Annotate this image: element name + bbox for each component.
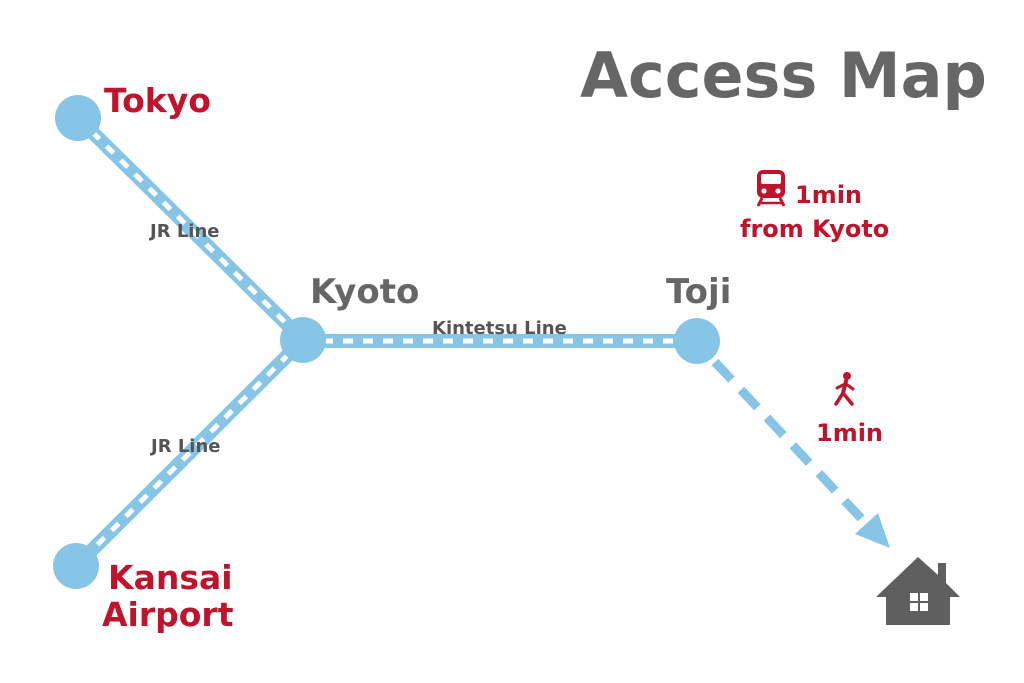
station-node-kansai-airport <box>53 543 99 589</box>
walking-route-arrow <box>711 358 890 548</box>
station-label-kansai: Kansai <box>108 558 233 597</box>
station-label-tokyo: Tokyo <box>104 81 211 120</box>
walking-person-icon <box>834 372 855 406</box>
line-label-kintetsu: Kintetsu Line <box>432 318 567 339</box>
train-from-kyoto: from Kyoto <box>740 215 889 243</box>
map-title: Access Map <box>580 39 987 112</box>
house-icon <box>876 557 960 625</box>
station-node-toji <box>674 318 720 364</box>
station-node-tokyo <box>55 95 101 141</box>
line-label-jr-lower: JR Line <box>149 436 221 457</box>
line-label-jr-upper: JR Line <box>148 221 220 242</box>
station-label-kyoto: Kyoto <box>310 272 419 312</box>
train-time: 1min <box>795 181 862 209</box>
station-label-airport: Airport <box>102 595 234 634</box>
train-icon <box>756 170 786 207</box>
rail-lines <box>71 113 697 571</box>
jr-line-kyoto-kansai <box>71 335 308 571</box>
jr-line-tokyo-kyoto <box>73 113 308 345</box>
walk-time: 1min <box>816 419 883 447</box>
station-node-kyoto <box>280 317 326 363</box>
station-label-toji: Toji <box>666 272 731 312</box>
